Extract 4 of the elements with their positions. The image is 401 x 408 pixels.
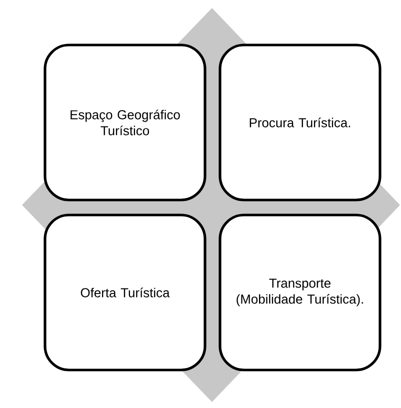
text-box: Procura Turística. bbox=[218, 44, 382, 202]
text-box: Transporte (Mobilidade Turística). bbox=[218, 214, 382, 372]
text-box: Oferta Turística bbox=[44, 214, 206, 372]
text-box: Espaço Geográfico Turístico bbox=[44, 44, 206, 202]
